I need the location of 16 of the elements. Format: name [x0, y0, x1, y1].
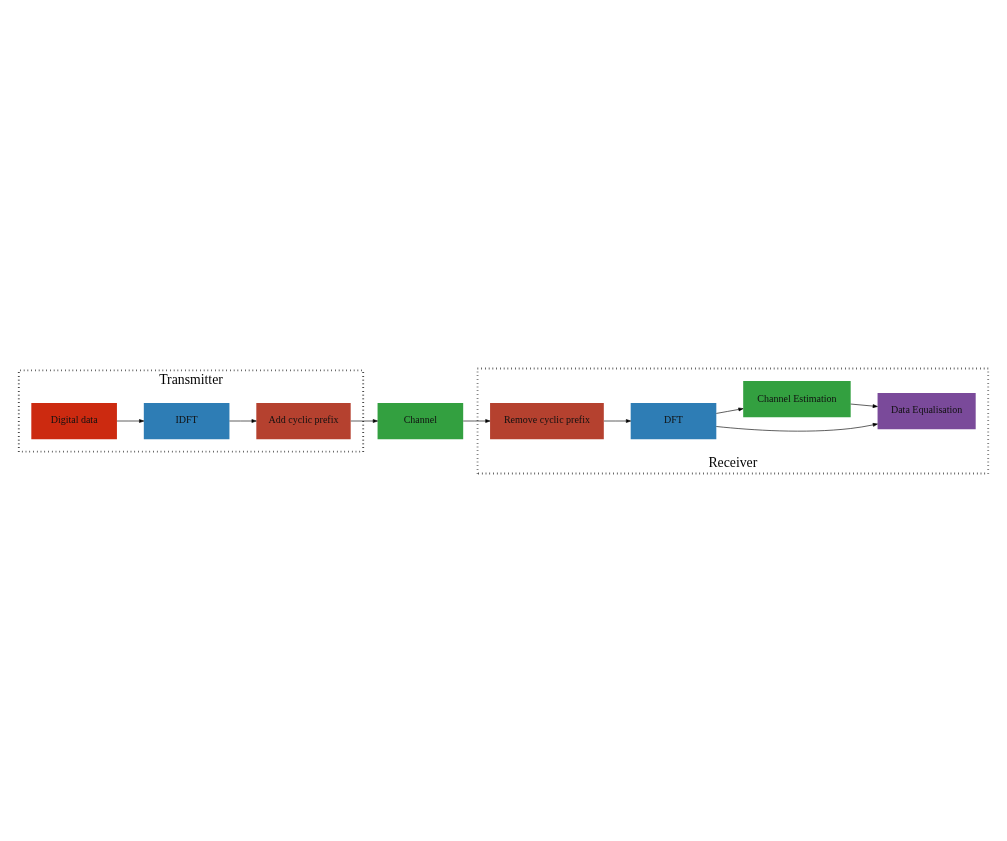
arrow: [116, 418, 145, 423]
arrow: [350, 418, 378, 423]
node-box: Data Equalisation: [877, 392, 976, 429]
arrow: [603, 418, 631, 423]
node-box: Channel Estimation: [743, 380, 851, 417]
arrow: [716, 407, 744, 414]
node-box: IDFT: [143, 402, 230, 439]
node-box: Remove cyclic prefix: [490, 402, 604, 439]
arrow: [462, 418, 491, 423]
arrow: [716, 422, 878, 431]
node-box: Channel: [377, 402, 464, 439]
arrow: [850, 403, 878, 408]
arrow: [229, 418, 257, 423]
node-box: Add cyclic prefix: [256, 402, 351, 439]
node-box: DFT: [630, 402, 717, 439]
node-box: Digital data: [31, 402, 117, 439]
